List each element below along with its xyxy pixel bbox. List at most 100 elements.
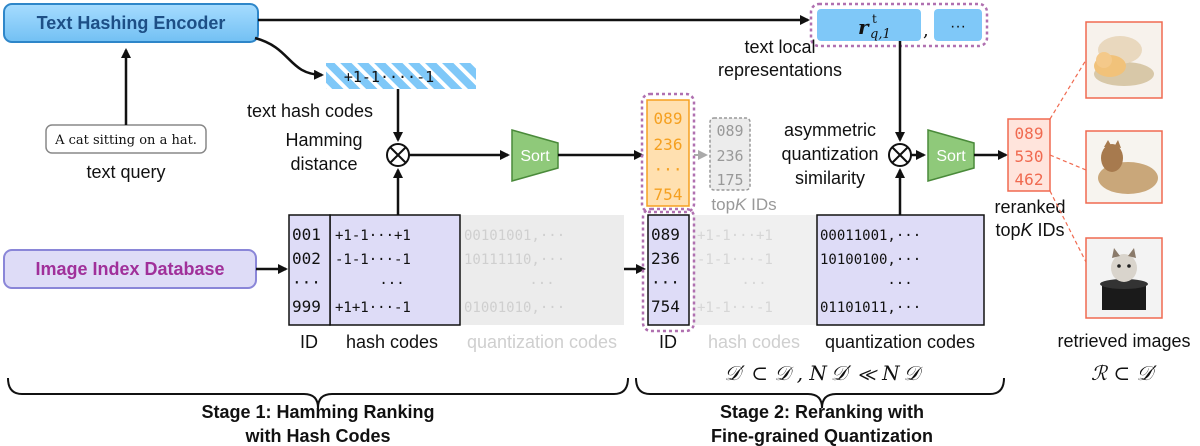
local-repr-symbol: r: [858, 15, 870, 39]
local-repr-ellipsis: ···: [950, 18, 966, 35]
stage1-col-hash: hash codes: [346, 332, 438, 352]
stage1-col-quant: quantization codes: [467, 332, 617, 352]
stage1-id-column: [288, 214, 331, 326]
sort-2-label: Sort: [936, 148, 966, 165]
stage1-title-line2: with Hash Codes: [244, 426, 390, 446]
reranked-id: 530: [1015, 147, 1044, 166]
sort-2-funnel: Sort: [927, 129, 975, 182]
local-repr-token-1: [817, 9, 921, 41]
hash-codes-caption: text hash codes: [247, 101, 373, 121]
retrieved-label: retrieved images: [1057, 331, 1190, 351]
text-hash-codes: +1-1····-1 text hash codes: [247, 63, 476, 121]
sort-1-funnel: Sort: [511, 129, 559, 182]
reranked-id: 089: [1015, 124, 1044, 143]
stage2-col-id: ID: [659, 332, 677, 352]
stage2-hash-cell: -1-1···-1: [697, 252, 773, 268]
asym-otimes-icon: [888, 143, 912, 167]
reranked-box: [1007, 118, 1051, 192]
stage2-table-rows: 089 236 ··· 754 +1-1···+1 -1-1···-1 ··· +1-1···…: [651, 225, 921, 316]
image-index-database-box: Image Index Database: [3, 249, 257, 289]
asym-line2: quantization: [781, 144, 878, 164]
retrieved-image-1: [1085, 21, 1163, 99]
stage2-hash-cell: ···: [741, 276, 766, 292]
orange-id: ···: [654, 160, 683, 179]
orange-candidates-box: [646, 99, 690, 207]
stage1-hash-cell: +1+1···-1: [335, 300, 411, 316]
reranked-line1: reranked: [994, 197, 1065, 217]
reranked-id-list: 089 530 462: [1015, 124, 1044, 189]
stage1-hash-cell: +1-1···+1: [335, 228, 411, 244]
stage1-title-line1: Stage 1: Hamming Ranking: [201, 402, 434, 422]
stage1-table-rows: 001002···999+1-1···+1-1-1···-1···+1+1···…: [292, 225, 565, 316]
local-repr-sup: t: [872, 12, 877, 26]
stage2-quant-column: [816, 214, 985, 326]
subset-math: 𝒟′ ⊂ 𝒟 , N 𝒟′ ≪ N 𝒟: [724, 361, 923, 385]
retrieved-image-3: [1085, 237, 1163, 319]
sort-1-label: Sort: [520, 148, 550, 165]
hamming-otimes-icon: [386, 143, 410, 167]
stage2-id-cell: 089: [651, 225, 680, 244]
asym-line3: similarity: [795, 168, 865, 188]
database-label: Image Index Database: [35, 259, 224, 279]
orange-candidates-dotted-frame: [640, 92, 696, 214]
stage1-hash-cell: ···: [379, 276, 404, 292]
encoder-to-hash-arrow: [254, 36, 324, 80]
query-text: A cat sitting on a hat.: [54, 133, 197, 148]
stage1-id-cell: 002: [292, 249, 321, 268]
retrieved-image-2: [1085, 130, 1163, 204]
stage2-col-hash: hash codes: [708, 332, 800, 352]
stage2-id-dotted-frame: [641, 207, 696, 333]
stage1-quant-cell: 00101001,···: [464, 228, 565, 244]
text-hashing-encoder-box: Text Hashing Encoder: [3, 3, 259, 43]
reranked-line2: topK IDs: [995, 220, 1064, 240]
local-repr-line1: text local: [744, 37, 815, 57]
hamming-line2: distance: [290, 154, 357, 174]
query-caption: text query: [86, 162, 165, 182]
gray-id: 089: [716, 122, 743, 140]
stage2-title-line2: Fine-grained Quantization: [711, 426, 933, 446]
orange-id: 754: [654, 185, 683, 204]
stage1-quant-cell: ···: [529, 276, 554, 292]
reranked-id: 462: [1015, 170, 1044, 189]
retrieved-math: ℛ ⊂ 𝒟′: [1091, 361, 1157, 385]
stage1-id-cell: ···: [292, 273, 321, 292]
stage1-quant-cell: 01001010,···: [464, 300, 565, 316]
hamming-line1: Hamming: [285, 130, 362, 150]
gray-id-list: 089 236 175: [716, 122, 743, 189]
stage2-quant-cell: 10100100,···: [820, 252, 921, 268]
stage1-brace: [7, 377, 629, 409]
gray-ids-box: [709, 117, 751, 191]
stage2-id-cell: ···: [651, 273, 680, 292]
stage1-quant-cell: 10111110,···: [464, 252, 565, 268]
gray-id: 236: [716, 147, 743, 165]
connector-3: [1049, 190, 1087, 263]
local-repr-line2: representations: [718, 60, 842, 80]
text-query: A cat sitting on a hat. text query: [45, 124, 207, 182]
stage2-id-cell: 236: [651, 249, 680, 268]
local-repr-comma: ,: [923, 20, 929, 41]
stage2-id-cell: 754: [651, 297, 680, 316]
local-repr-sub: q,1: [870, 27, 891, 42]
hash-code-bar-text: +1-1····-1: [344, 68, 434, 86]
stage1-quant-faded-bg: [460, 215, 624, 325]
stage1-hash-cell: -1-1···-1: [335, 252, 411, 268]
orange-id: 236: [654, 135, 683, 154]
orange-id: 089: [654, 109, 683, 128]
stage2-hash-cell: +1-1···+1: [697, 228, 773, 244]
encoder-label: Text Hashing Encoder: [37, 13, 226, 33]
connector-2: [1049, 154, 1087, 171]
stage2-hash-cell: +1-1···-1: [697, 300, 773, 316]
asym-line1: asymmetric: [784, 120, 876, 140]
gray-id: 175: [716, 171, 743, 189]
stage2-hash-faded-bg: [693, 215, 817, 325]
local-repr-token-2: [934, 9, 982, 41]
connector-1: [1049, 59, 1087, 120]
stage2-title-line1: Stage 2: Reranking with: [720, 402, 924, 422]
stage1-id-cell: 001: [292, 225, 321, 244]
stage2-id-column: [647, 214, 690, 326]
orange-id-list: 089 236 ··· 754: [654, 109, 683, 204]
stage1-col-id: ID: [300, 332, 318, 352]
stage2-quant-cell: 00011001,···: [820, 228, 921, 244]
